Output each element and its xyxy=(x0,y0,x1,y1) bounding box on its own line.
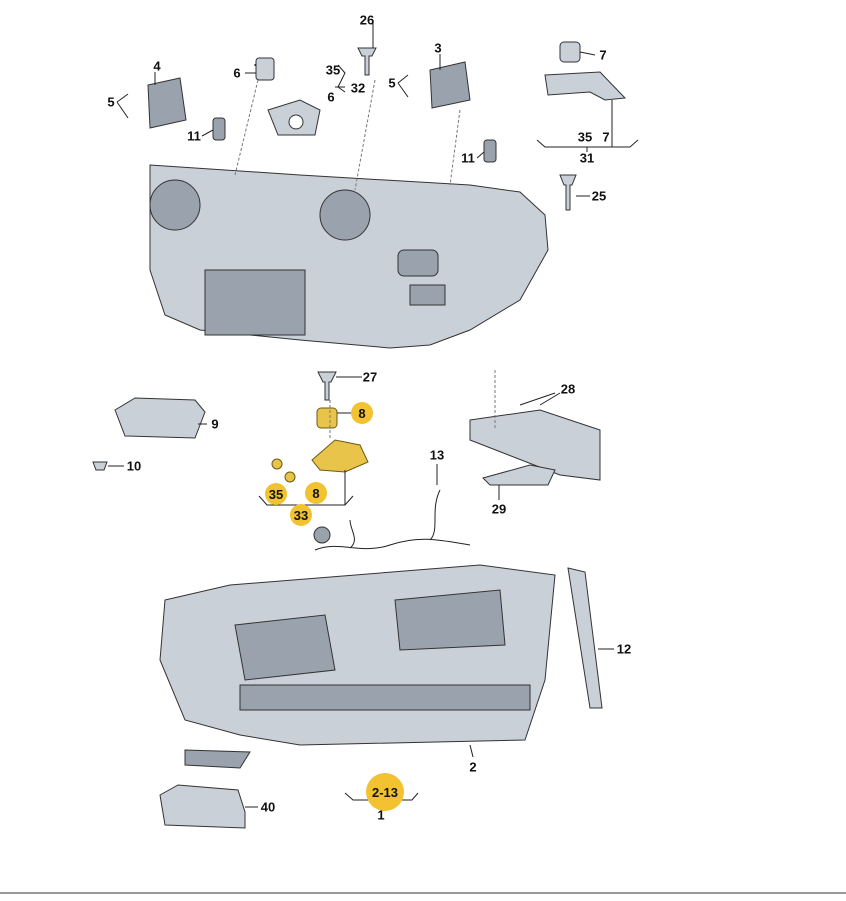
label-28[interactable]: 28 xyxy=(560,381,576,397)
label-2[interactable]: 2 xyxy=(469,759,477,775)
label-40[interactable]: 40 xyxy=(260,799,276,815)
label-1[interactable]: 1 xyxy=(377,807,385,823)
label-26[interactable]: 26 xyxy=(359,12,375,28)
label-35-highlighted[interactable]: 35 xyxy=(265,483,287,505)
grommet xyxy=(313,526,331,544)
label-35[interactable]: 35 xyxy=(577,129,593,145)
clip-11a xyxy=(212,117,226,141)
bracket-28 xyxy=(469,409,601,481)
lens-left xyxy=(234,614,336,681)
fan-part-3 xyxy=(429,61,471,109)
bracket-foot xyxy=(184,749,251,769)
label-4[interactable]: 4 xyxy=(153,58,161,74)
label-7[interactable]: 7 xyxy=(599,47,607,63)
label-8-highlighted[interactable]: 8 xyxy=(305,482,327,504)
lens-right xyxy=(394,589,506,651)
leader-lines xyxy=(108,20,639,808)
wiring-harness-13 xyxy=(314,489,471,551)
label-29[interactable]: 29 xyxy=(491,501,507,517)
label-27[interactable]: 27 xyxy=(362,369,378,385)
bracket-33 xyxy=(311,439,369,473)
bolt-10 xyxy=(92,461,108,471)
label-11[interactable]: 11 xyxy=(461,150,475,166)
clip-11b xyxy=(483,139,497,163)
label-9[interactable]: 9 xyxy=(211,416,219,432)
label-32[interactable]: 32 xyxy=(350,80,366,96)
trim-12 xyxy=(567,567,603,709)
label-5[interactable]: 5 xyxy=(107,94,115,110)
bracket-29 xyxy=(482,464,556,486)
bracket-7 xyxy=(544,71,627,101)
label-10[interactable]: 10 xyxy=(126,458,142,474)
label-8-highlighted[interactable]: 8 xyxy=(351,402,373,424)
nut-8 xyxy=(316,407,338,429)
screw-35 xyxy=(271,458,283,470)
label-2-13-highlighted[interactable]: 2-13 xyxy=(366,773,404,811)
label-31[interactable]: 31 xyxy=(579,150,595,166)
housing-fan-mid xyxy=(319,189,371,241)
connector xyxy=(397,249,439,277)
cap-7 xyxy=(559,41,581,63)
label-6[interactable]: 6 xyxy=(233,65,241,81)
cap-6 xyxy=(255,57,275,81)
control-module-fins xyxy=(204,269,306,336)
label-12[interactable]: 12 xyxy=(616,641,632,657)
ballast-9 xyxy=(114,397,206,439)
bracket-hole xyxy=(288,114,304,130)
housing-fan-left xyxy=(149,179,201,231)
housing-base xyxy=(239,684,531,711)
bolt-26 xyxy=(357,47,377,76)
label-35[interactable]: 35 xyxy=(325,62,341,78)
label-13[interactable]: 13 xyxy=(429,447,445,463)
label-25[interactable]: 25 xyxy=(591,188,607,204)
bolt-25 xyxy=(559,174,577,211)
label-3[interactable]: 3 xyxy=(434,40,442,56)
label-33-highlighted[interactable]: 33 xyxy=(290,504,312,526)
label-6[interactable]: 6 xyxy=(327,89,335,105)
label-11[interactable]: 11 xyxy=(187,128,201,144)
bolt-27 xyxy=(317,371,337,401)
fan-part-4 xyxy=(147,77,187,129)
label-7[interactable]: 7 xyxy=(602,129,610,145)
module-40 xyxy=(159,784,246,829)
screw-8 xyxy=(284,471,296,483)
label-5[interactable]: 5 xyxy=(388,75,396,91)
connector-2 xyxy=(409,284,446,306)
